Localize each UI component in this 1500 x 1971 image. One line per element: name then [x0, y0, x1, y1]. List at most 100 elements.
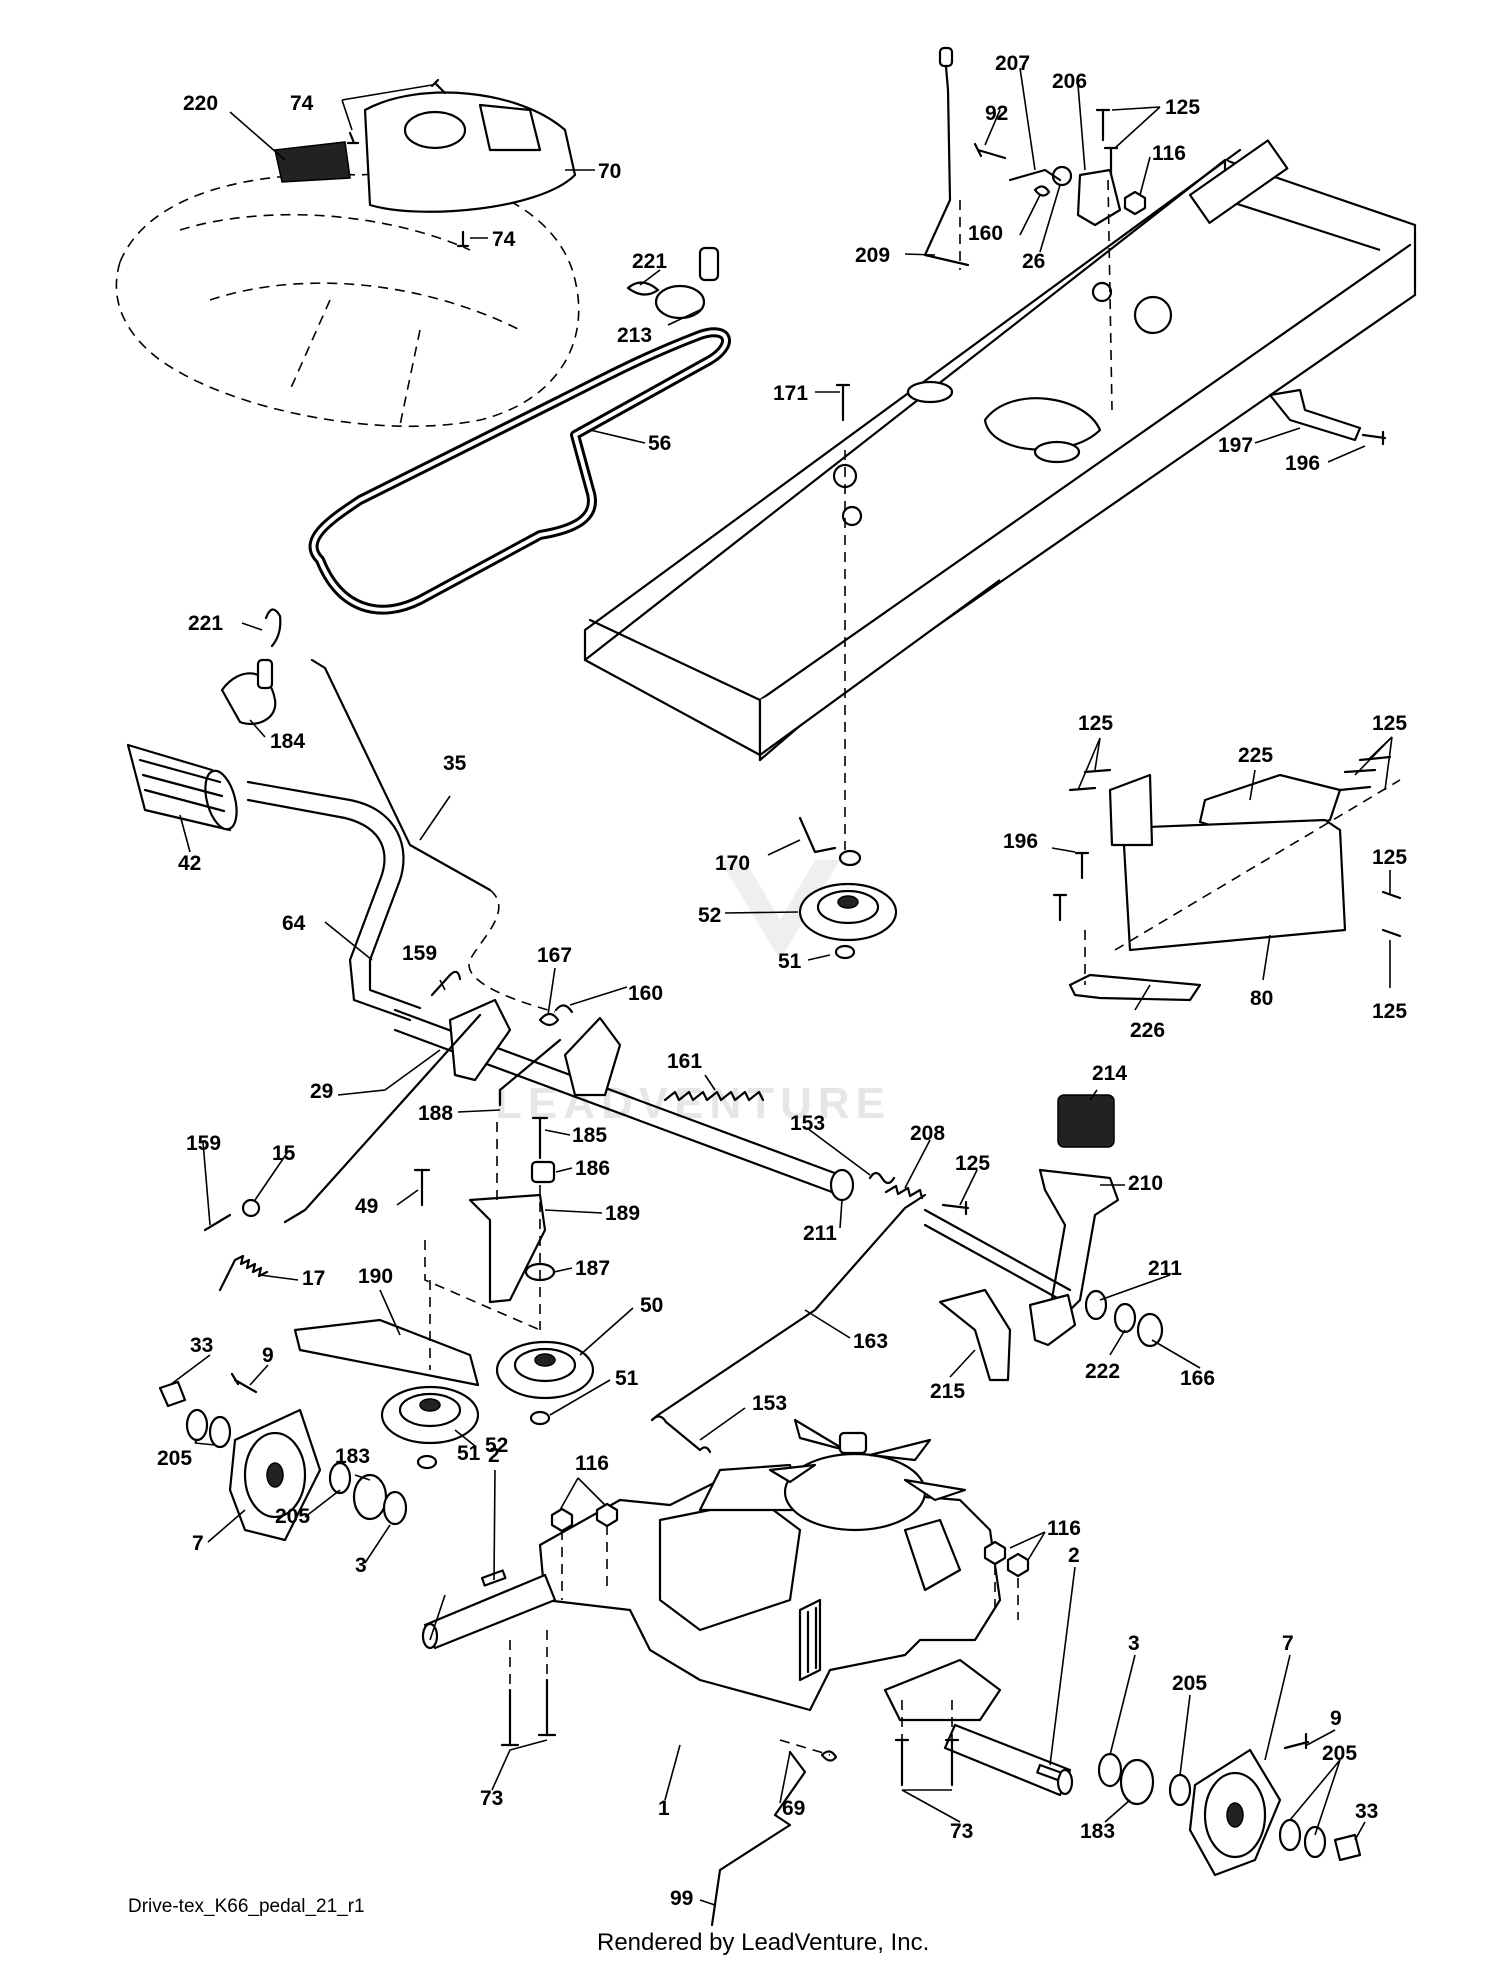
- part-170-spring: [798, 816, 837, 854]
- part-3-washer-b: [1097, 1752, 1123, 1788]
- part-92-bolt: [973, 142, 1007, 160]
- callout-166: 166: [1180, 1367, 1215, 1390]
- callout-159: 159: [186, 1132, 221, 1155]
- part-220-pad: [274, 141, 351, 183]
- part-74-bolt-b: [346, 131, 360, 145]
- part-3-washer-a: [382, 1490, 408, 1526]
- callout-160: 160: [628, 982, 663, 1005]
- callout-52: 52: [698, 904, 721, 927]
- pivot-bracket: [448, 998, 512, 1082]
- callout-187: 187: [575, 1257, 610, 1280]
- callout-167: 167: [537, 944, 572, 967]
- part-74-bolt-a: [430, 78, 447, 95]
- callout-206: 206: [1052, 70, 1087, 93]
- part-207-link: [1008, 168, 1062, 182]
- part-215-pedal: [938, 1288, 1012, 1382]
- callout-163: 163: [853, 1330, 888, 1353]
- part-50-pulley: [495, 1340, 595, 1400]
- callout-189: 189: [605, 1202, 640, 1225]
- callout-35: 35: [443, 752, 467, 775]
- part-125-bolts-d: [1381, 890, 1402, 938]
- callout-56: 56: [648, 432, 671, 455]
- callout-211: 211: [803, 1222, 837, 1245]
- part-35-rod: [310, 658, 492, 892]
- callout-196: 196: [1003, 830, 1038, 853]
- part-206-bracket: [1076, 168, 1122, 227]
- callout-125: 125: [1165, 96, 1200, 119]
- part-17-spring: [218, 1254, 269, 1292]
- part-170-washer: [838, 849, 862, 867]
- part-171-bolt: [835, 383, 851, 422]
- callout-73: 73: [950, 1820, 973, 1843]
- part-183-bearing-a: [352, 1473, 388, 1521]
- callout-159: 159: [402, 942, 437, 965]
- frame-chassis: [583, 139, 1417, 762]
- part-208-spring: [884, 1184, 924, 1200]
- part-80-ear: [1108, 773, 1154, 847]
- part-1-transaxle: [538, 1463, 1002, 1722]
- part-2-key-b: [1036, 1763, 1062, 1782]
- callout-215: 215: [930, 1380, 965, 1403]
- callout-49: 49: [355, 1195, 378, 1218]
- callout-9: 9: [1330, 1707, 1342, 1730]
- part-116-nut-b1: [550, 1507, 574, 1533]
- part-9-bolt-a: [230, 1372, 258, 1394]
- part-116-nut-c1: [983, 1540, 1007, 1566]
- callout-221: 221: [632, 250, 667, 273]
- part-167-clip: [538, 1012, 560, 1027]
- part-186-spacer: [530, 1160, 556, 1184]
- part-99-rod: [710, 1750, 807, 1927]
- part-33-clip-a: [158, 1380, 187, 1408]
- part-52-pulley-b: [380, 1385, 480, 1445]
- callout-9: 9: [262, 1344, 274, 1367]
- part-184-stem: [256, 658, 274, 690]
- part-205-washer-c: [1168, 1773, 1192, 1807]
- callout-161: 161: [667, 1050, 702, 1073]
- callout-64: 64: [282, 912, 306, 935]
- part-51-washer-a: [834, 944, 856, 960]
- part-221-clip-b: [264, 608, 282, 648]
- callout-33: 33: [190, 1334, 213, 1357]
- callout-50: 50: [640, 1294, 663, 1317]
- callout-2: 2: [1068, 1544, 1080, 1567]
- part-7-hub-left: [228, 1408, 322, 1542]
- pedal-pivot-bracket: [1028, 1293, 1077, 1347]
- part-209-rod: [923, 53, 970, 267]
- callout-197: 197: [1218, 434, 1253, 457]
- part-116-nut-a: [1123, 190, 1147, 216]
- part-153-spring-b: [650, 1415, 712, 1454]
- part-160-clip-a: [1033, 185, 1051, 197]
- part-64-lever-edge: [246, 798, 412, 1022]
- callout-125: 125: [955, 1152, 990, 1175]
- callout-116: 116: [575, 1452, 609, 1475]
- part-73-bolts-a: [500, 1678, 557, 1747]
- part-163-rod: [650, 1193, 927, 1422]
- callout-196: 196: [1285, 452, 1320, 475]
- part-42-grip: [126, 743, 238, 832]
- part-56-belt: [308, 327, 731, 615]
- callout-92: 92: [985, 102, 1008, 125]
- part-166-washer: [1136, 1312, 1164, 1348]
- callout-209: 209: [855, 244, 890, 267]
- part-7-hub-right: [1188, 1748, 1282, 1877]
- part-189-idler-arm: [468, 1193, 547, 1304]
- callout-171: 171: [773, 382, 808, 405]
- part-161-spring: [663, 1090, 765, 1102]
- part-205-washer-a1: [185, 1408, 209, 1442]
- part-183-bearing-b: [1119, 1758, 1155, 1806]
- part-197-bracket: [1268, 388, 1362, 442]
- callout-74: 74: [492, 228, 516, 251]
- part-49-bolt: [413, 1168, 431, 1207]
- callout-205: 205: [1322, 1742, 1357, 1765]
- callout-153: 153: [790, 1112, 825, 1135]
- pedal-shaft: [923, 1208, 1072, 1307]
- callout-7: 7: [1282, 1632, 1294, 1655]
- pedal-bracket: [563, 1016, 622, 1097]
- part-9-bolt-b: [1283, 1732, 1310, 1750]
- callout-184: 184: [270, 730, 305, 753]
- callout-74: 74: [290, 92, 314, 115]
- part-159-pin-b: [203, 1213, 232, 1232]
- callout-7: 7: [192, 1532, 204, 1555]
- part-205-washer-b: [328, 1461, 352, 1495]
